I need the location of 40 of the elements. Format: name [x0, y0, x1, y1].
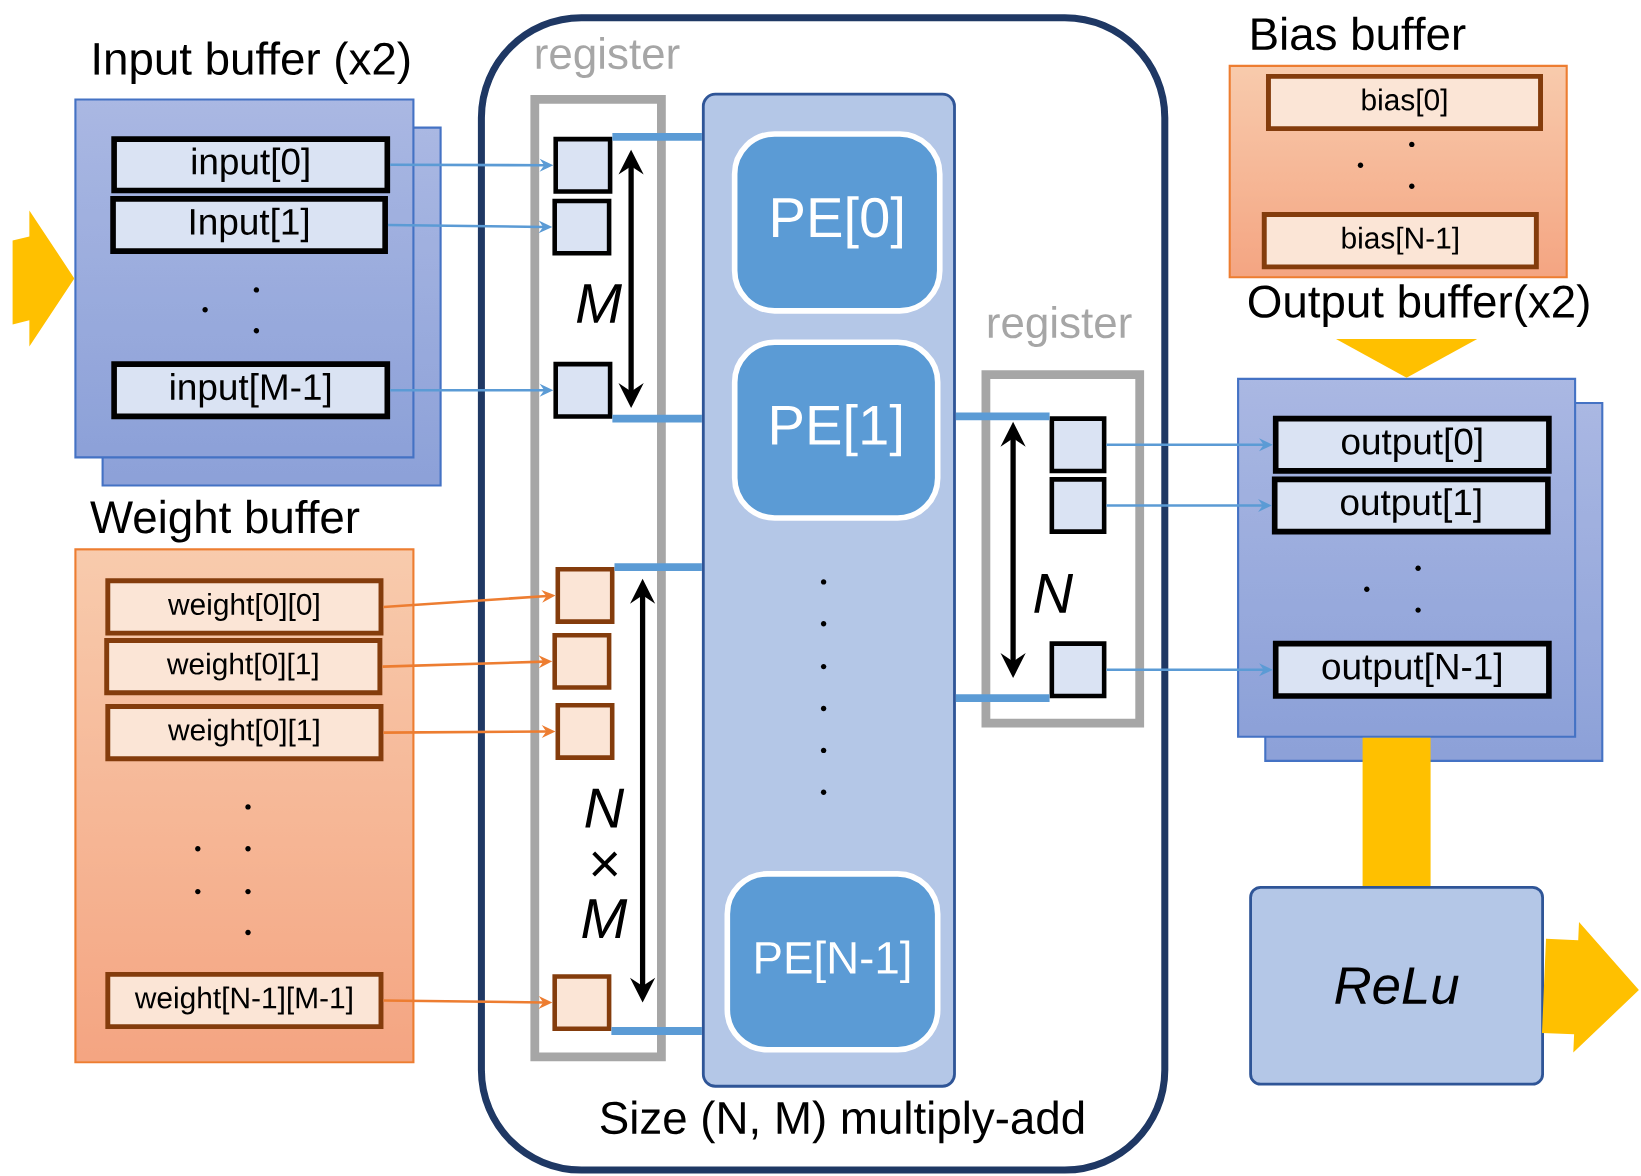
buffer-entry-box: Input[1]	[110, 195, 388, 254]
register-cell	[553, 361, 613, 419]
register-cell	[555, 566, 615, 624]
block-arrow	[1542, 921, 1639, 1053]
pe-box: PE[1]	[731, 339, 941, 521]
dimension-label: M	[576, 284, 623, 323]
panel-heading: Output buffer(x2)	[1248, 284, 1589, 327]
register-cell	[1049, 476, 1107, 534]
register-heading: register	[988, 305, 1132, 347]
buffer-entry-box: weight[0][1]	[105, 703, 384, 762]
block-arrow	[12, 210, 75, 347]
panel-heading: Weight buffer	[90, 499, 360, 543]
register-cell	[555, 702, 615, 760]
dimension-label: N × M	[582, 788, 628, 938]
buffer-entry-box: input[0]	[111, 136, 391, 194]
panel-heading: Input buffer (x2)	[94, 41, 410, 84]
data-path-bar	[1362, 737, 1431, 886]
relu-box: ReLu	[1249, 885, 1544, 1086]
block-arrow	[1336, 338, 1478, 378]
register-heading: register	[536, 36, 680, 78]
buffer-entry-box: weight[0][0]	[105, 578, 384, 636]
pe-box: PE[0]	[731, 131, 943, 314]
buffer-entry-box: weight[N-1][M-1]	[105, 971, 384, 1029]
register-cell	[552, 974, 612, 1031]
pe-box: PE[N-1]	[724, 870, 941, 1053]
buffer-entry-box: output[1]	[1271, 476, 1551, 535]
buffer-entry-box: output[N-1]	[1272, 640, 1552, 699]
buffer-entry-box: input[M-1]	[111, 361, 391, 420]
buffer-entry-box: bias[0]	[1266, 73, 1543, 131]
buffer-entry-box: output[0]	[1272, 415, 1552, 474]
frame-caption: Size (N, M) multiply-add	[600, 1100, 1084, 1144]
register-cell	[553, 136, 613, 194]
dimension-label: N	[1034, 573, 1074, 613]
buffer-entry-box: bias[N-1]	[1261, 211, 1539, 270]
register-cell	[1049, 641, 1107, 699]
register-cell	[552, 198, 612, 256]
register-cell	[1049, 416, 1107, 474]
buffer-entry-box: weight[0][1]	[104, 637, 383, 696]
register-cell	[552, 632, 612, 690]
panel-heading: Bias buffer	[1252, 16, 1466, 51]
